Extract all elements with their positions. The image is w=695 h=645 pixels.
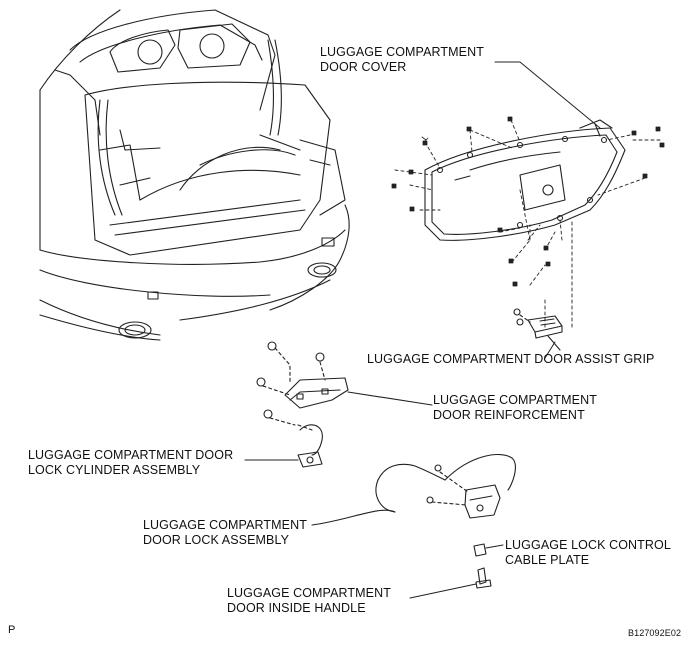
- label-inside-handle: LUGGAGE COMPARTMENT DOOR INSIDE HANDLE: [227, 586, 391, 615]
- corner-letter: P: [8, 624, 16, 636]
- door-reinforcement-part: [256, 341, 433, 426]
- label-lock-cylinder: LUGGAGE COMPARTMENT DOOR LOCK CYLINDER A…: [28, 448, 234, 477]
- lock-cylinder-part: [244, 424, 323, 468]
- door-lock-part: [311, 454, 516, 526]
- inside-handle-part: [409, 567, 492, 599]
- cable-plate-part: [473, 543, 504, 557]
- car-rear-illustration: [39, 9, 350, 341]
- label-door-reinforcement: LUGGAGE COMPARTMENT DOOR REINFORCEMENT: [433, 393, 597, 422]
- label-door-lock: LUGGAGE COMPARTMENT DOOR LOCK ASSEMBLY: [143, 518, 307, 547]
- cover-clip-lines: [394, 119, 661, 331]
- assist-grip-part: [513, 308, 563, 351]
- label-door-cover: LUGGAGE COMPARTMENT DOOR COVER: [320, 45, 484, 74]
- label-assist-grip: LUGGAGE COMPARTMENT DOOR ASSIST GRIP: [367, 352, 655, 366]
- door-cover-part: [424, 119, 626, 241]
- label-cable-plate: LUGGAGE LOCK CONTROL CABLE PLATE: [505, 538, 671, 567]
- leader-lines: [494, 61, 601, 359]
- clip-fasteners: [391, 116, 665, 287]
- figure-code: B127092E02: [628, 628, 682, 638]
